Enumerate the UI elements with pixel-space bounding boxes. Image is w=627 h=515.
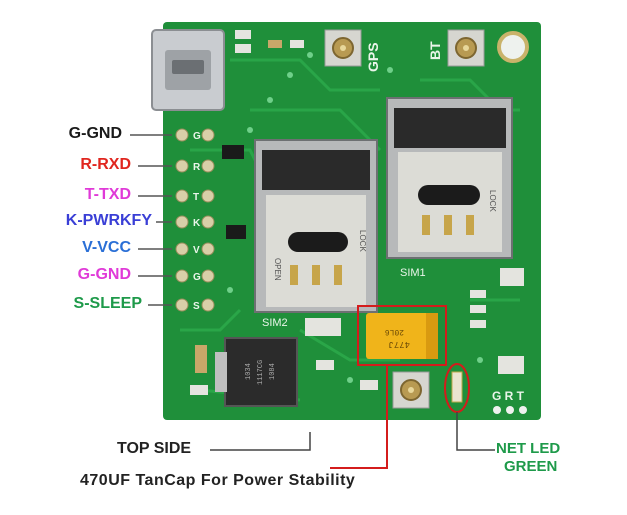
sim1-holder [386,97,513,259]
svg-text:V: V [193,245,200,256]
lock-label-sim2: LOCK [358,230,367,252]
mounting-hole [497,31,529,63]
open-label: OPEN [273,258,282,281]
top-side-leader [210,432,311,451]
pin-label-v-vcc: V-VCC [82,239,131,256]
tantalum-capacitor: 20L6 477J [366,313,438,359]
gps-label: GPS [365,42,381,72]
voltage-regulator: 1034 1117CG 1084 [215,337,298,407]
svg-text:R: R [193,162,201,173]
net-led [451,371,463,403]
tancap-leader [330,365,388,469]
net-led-leader [456,412,495,451]
pin-label-r-rxd: R-RXD [80,156,131,173]
pin-label-g-gnd-2: G-GND [77,266,131,283]
svg-text:1084: 1084 [269,363,277,380]
pin-label-g-gnd-1: G-GND [68,125,122,142]
pin-label-t-txd: T-TXD [84,186,131,203]
svg-text:20L6: 20L6 [385,327,404,336]
sim2-label: SIM2 [262,317,288,329]
net-led-color-label: GREEN [504,458,558,475]
svg-text:T: T [193,192,199,203]
lock-label-sim1: LOCK [488,190,497,212]
main-antenna-connector [392,371,430,409]
sim1-label: SIM1 [400,267,426,279]
net-led-label: NET LED [496,440,561,457]
svg-text:K: K [193,218,201,229]
svg-text:1034: 1034 [245,363,253,380]
header-letters: G R T K V G S [193,131,201,312]
tancap-label: 470UF TanCap For Power Stability [80,472,356,489]
svg-text:477J: 477J [388,339,410,349]
pin-label-k-pwrkfy: K-PWRKFY [65,212,152,229]
svg-text:G: G [193,131,201,142]
pin-label-s-sleep: S-SLEEP [73,295,142,312]
smd-components [190,30,524,395]
svg-text:G: G [193,272,201,283]
header-pins [175,128,215,312]
pin-leader-lines [130,134,172,306]
sim2-holder [254,139,378,313]
svg-text:G R T: G R T [492,389,525,403]
top-side-label: TOP SIDE [117,440,192,457]
svg-text:S: S [193,301,200,312]
gps-antenna-connector [324,29,362,67]
grt-pads: G R T [492,389,527,414]
svg-text:1117CG: 1117CG [257,360,265,385]
tancap-highlight-box [357,305,447,366]
bt-label: BT [427,41,443,60]
bt-antenna-connector [447,29,485,67]
